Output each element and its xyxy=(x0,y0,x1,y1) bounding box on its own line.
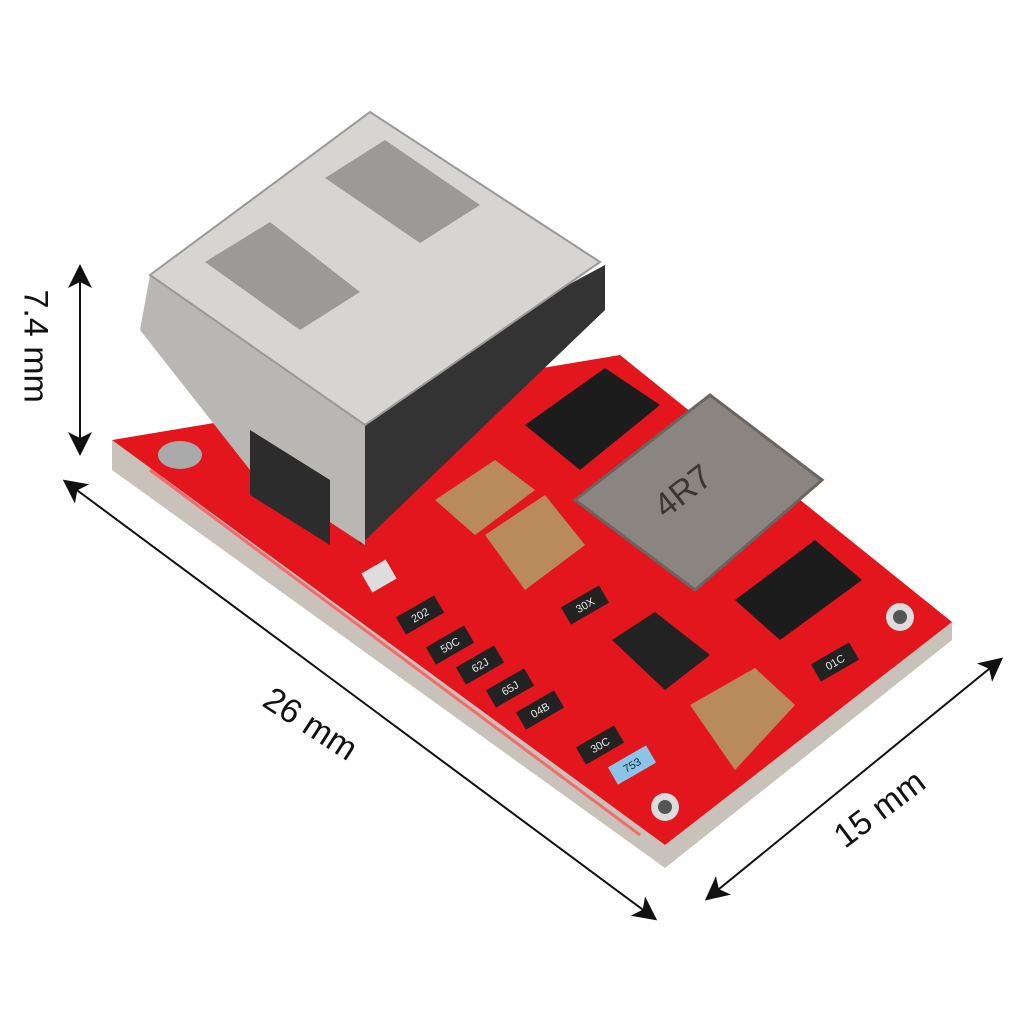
diode xyxy=(735,540,862,640)
usb-connector-top xyxy=(148,110,602,427)
capacitor xyxy=(435,460,535,535)
height-dimension-label: 7.4 mm xyxy=(16,289,55,403)
ic-chip xyxy=(612,612,710,690)
length-arrow xyxy=(62,479,658,921)
capacitor xyxy=(690,668,795,770)
transistor xyxy=(525,368,660,470)
resistor-group: 202 50C 62J 65J 04B 30C 753 30X 01C xyxy=(395,585,860,785)
width-arrow xyxy=(704,657,1004,901)
led xyxy=(361,559,397,593)
inductor xyxy=(572,393,825,592)
capacitor xyxy=(485,495,585,590)
usb-connector-back xyxy=(330,265,605,545)
